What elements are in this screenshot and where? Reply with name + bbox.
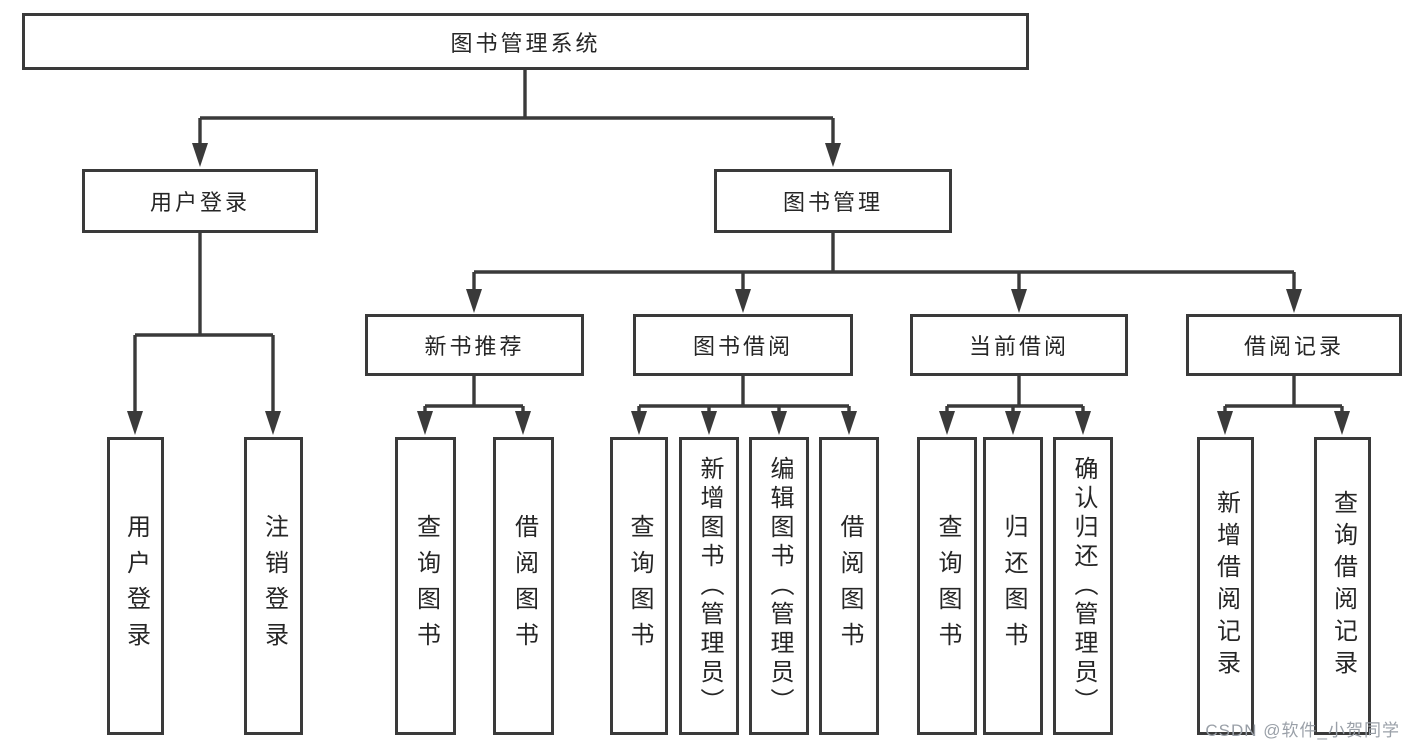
leaf-borrow-borrow-books: 借阅图书	[819, 437, 879, 735]
node-current-borrowing: 当前借阅	[910, 314, 1128, 376]
leaf-label: 新增借阅记录	[1212, 490, 1240, 682]
arrowhead	[417, 411, 433, 435]
leaf-label: 用户登录	[122, 514, 150, 658]
arrowhead	[939, 411, 955, 435]
csdn-watermark: CSDN @软件_小贺同学	[1205, 721, 1400, 740]
leaf-recommend-query-books: 查询图书	[395, 437, 456, 735]
leaf-user-login: 用户登录	[107, 437, 164, 735]
arrowhead	[631, 411, 647, 435]
arrowhead	[841, 411, 857, 435]
connector-records-to-leaves	[1223, 376, 1344, 415]
connector-bookmgmt-to-level2	[472, 233, 1296, 293]
connector-borrow-to-leaves	[637, 376, 851, 415]
leaf-borrow-add-books-admin: 新增图书（管理员）	[679, 437, 739, 735]
node-root: 图书管理系统	[22, 13, 1029, 70]
arrowhead	[825, 143, 841, 167]
arrowhead	[1011, 289, 1027, 313]
leaf-logout: 注销登录	[244, 437, 303, 735]
leaf-borrow-query-books: 查询图书	[610, 437, 668, 735]
leaf-current-confirm-return-admin: 确认归还（管理员）	[1053, 437, 1113, 735]
leaf-current-query-books: 查询图书	[917, 437, 977, 735]
arrowhead	[771, 411, 787, 435]
node-user-login: 用户登录	[82, 169, 318, 233]
leaf-label: 归还图书	[1000, 514, 1027, 658]
arrowhead	[515, 411, 531, 435]
connector-root-to-level1	[198, 69, 835, 147]
arrowhead	[1217, 411, 1233, 435]
arrowhead	[466, 289, 482, 313]
arrowhead	[1075, 411, 1091, 435]
arrowhead	[735, 289, 751, 313]
arrowhead	[127, 411, 143, 435]
leaf-label: 编辑图书（管理员）	[766, 455, 793, 717]
leaf-borrow-edit-books-admin: 编辑图书（管理员）	[749, 437, 809, 735]
leaf-label: 借阅图书	[510, 514, 538, 658]
connector-current-to-leaves	[945, 376, 1085, 415]
node-book-borrowing: 图书借阅	[633, 314, 853, 376]
leaf-label: 查询图书	[412, 514, 440, 658]
arrowhead	[1334, 411, 1350, 435]
arrowhead	[1286, 289, 1302, 313]
leaf-records-add-record: 新增借阅记录	[1197, 437, 1254, 735]
leaf-label: 注销登录	[260, 514, 288, 658]
node-borrowing-records: 借阅记录	[1186, 314, 1402, 376]
arrowhead	[265, 411, 281, 435]
leaf-label: 查询图书	[934, 514, 961, 658]
leaf-label: 确认归还（管理员）	[1070, 455, 1097, 717]
arrowhead	[701, 411, 717, 435]
leaf-label: 借阅图书	[836, 514, 863, 658]
leaf-recommend-borrow-books: 借阅图书	[493, 437, 554, 735]
leaf-current-return-books: 归还图书	[983, 437, 1043, 735]
connector-recommend-to-leaves	[423, 376, 525, 415]
node-book-management: 图书管理	[714, 169, 952, 233]
arrowhead	[1005, 411, 1021, 435]
leaf-label: 查询图书	[626, 514, 653, 658]
connector-login-to-leaves	[133, 233, 275, 415]
node-new-book-recommend: 新书推荐	[365, 314, 584, 376]
leaf-records-query-record: 查询借阅记录	[1314, 437, 1371, 735]
leaf-label: 新增图书（管理员）	[696, 455, 723, 717]
leaf-label: 查询借阅记录	[1329, 490, 1357, 682]
arrowhead	[192, 143, 208, 167]
